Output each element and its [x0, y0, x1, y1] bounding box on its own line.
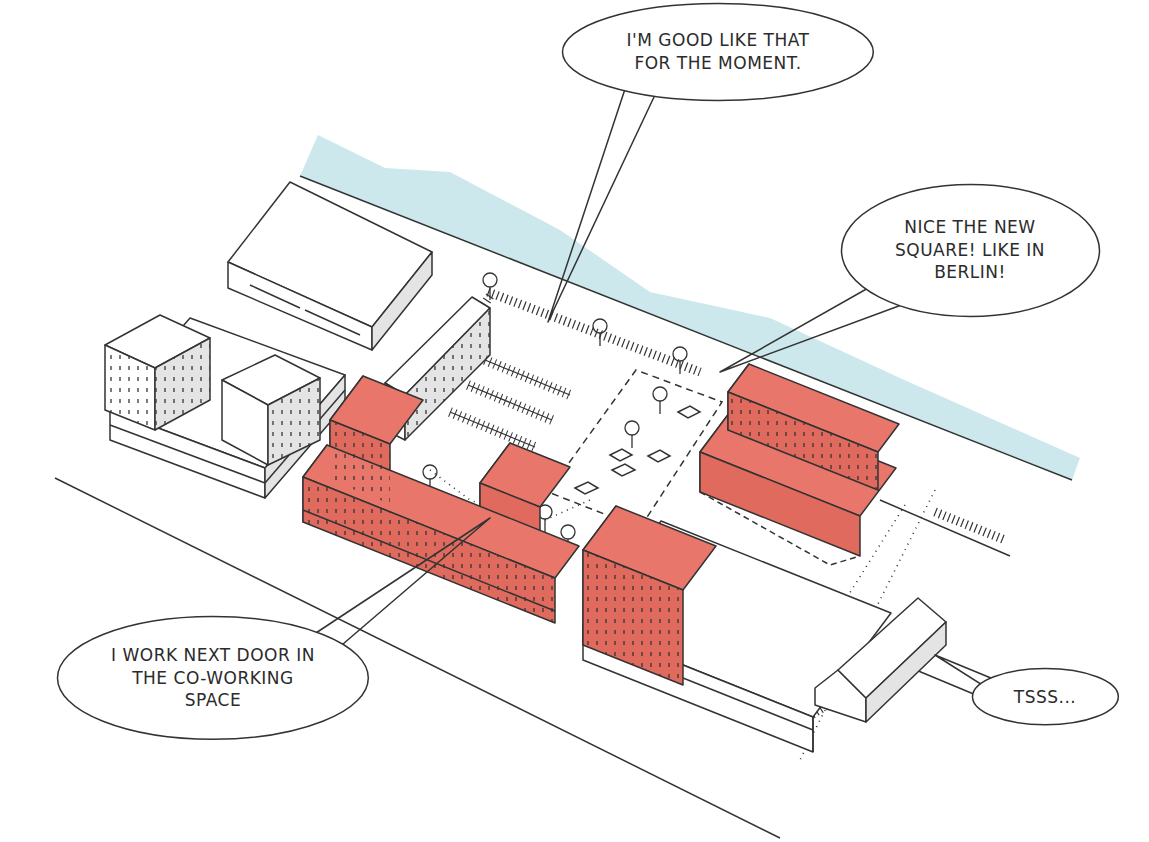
- square-part: [548, 370, 722, 528]
- square-part: [678, 406, 700, 418]
- parking-part: [468, 385, 552, 420]
- bubble-text-area: I'M GOOD LIKE THAT FOR THE MOMENT.: [561, 2, 875, 102]
- bubble-text-area: NICE THE NEW SQUARE! LIKE IN BERLIN!: [840, 183, 1101, 318]
- bubble-text-area: TSSS...: [971, 667, 1120, 726]
- trees-part: [679, 361, 680, 374]
- parking-part: [468, 385, 552, 420]
- trees-part: [593, 319, 607, 333]
- shed: [815, 598, 946, 722]
- parking-part: [450, 412, 535, 447]
- speech-bubble: I'M GOOD LIKE THAT FOR THE MOMENT.: [561, 2, 875, 102]
- left-complex-part: [268, 378, 320, 465]
- speech-text: I'M GOOD LIKE THAT FOR THE MOMENT.: [610, 29, 825, 75]
- parking-part: [485, 360, 570, 395]
- left-complex-part: [155, 338, 210, 430]
- bubble-outline: [561, 2, 875, 102]
- left-complex-part: [222, 380, 268, 465]
- red-tower: [583, 506, 716, 685]
- bubble-tails: [275, 80, 1025, 712]
- roads-part: [55, 478, 780, 838]
- red-tower-part: [583, 550, 683, 685]
- square-part: [612, 464, 635, 476]
- parking-part: [450, 412, 535, 447]
- red-building-left-part: [303, 510, 555, 611]
- square: [548, 370, 722, 528]
- left-complex-part: [155, 338, 210, 430]
- fence-part: [488, 292, 700, 372]
- slab-block-part: [405, 308, 490, 440]
- trees-part: [483, 273, 497, 287]
- speech-text: TSSS...: [1000, 686, 1090, 709]
- red-building-left: [303, 376, 579, 623]
- left-complex-part: [105, 345, 155, 430]
- left-complex-part: [105, 345, 155, 430]
- podium-building-part: [812, 717, 814, 752]
- roads-part: [880, 500, 1010, 556]
- speech-text: I WORK NEXT DOOR IN THE CO-WORKING SPACE: [105, 644, 320, 713]
- trees-part: [653, 387, 667, 401]
- red-building-right-part: [728, 392, 878, 490]
- warehouse: [228, 182, 432, 350]
- red-building-right: [700, 364, 899, 565]
- warehouse-part: [372, 252, 432, 350]
- square-part: [575, 482, 598, 494]
- speech-bubble: I WORK NEXT DOOR IN THE CO-WORKING SPACE: [56, 615, 370, 741]
- trees-part: [599, 333, 600, 346]
- trees-part: [544, 519, 545, 532]
- trees-part: [625, 421, 639, 435]
- left-complex-part: [268, 378, 320, 465]
- fence: [440, 292, 1005, 722]
- red-building-right-part: [700, 492, 860, 565]
- bubble-tails-part: [548, 80, 662, 322]
- bubble-ellipse: [563, 4, 874, 101]
- speech-bubble: TSSS...: [971, 667, 1120, 726]
- red-tower-part: [583, 550, 683, 685]
- red-building-right-part: [728, 392, 878, 490]
- roads-part: [300, 176, 1072, 480]
- parking-part: [485, 360, 570, 395]
- trees-part: [423, 465, 437, 479]
- warehouse-part: [250, 285, 300, 308]
- bubble-text-area: I WORK NEXT DOOR IN THE CO-WORKING SPACE: [56, 615, 370, 741]
- shed-part: [866, 622, 946, 722]
- trees-part: [489, 287, 490, 300]
- warehouse-part: [305, 310, 360, 335]
- speech-bubble: NICE THE NEW SQUARE! LIKE IN BERLIN!: [840, 183, 1101, 318]
- warehouse-part: [228, 262, 372, 350]
- red-building-left-part: [330, 420, 390, 504]
- trees-part: [561, 525, 575, 539]
- slab-block-part: [405, 308, 490, 440]
- speech-text: NICE THE NEW SQUARE! LIKE IN BERLIN!: [883, 216, 1058, 285]
- trees-part: [673, 347, 687, 361]
- fence-part: [935, 512, 1005, 540]
- trees-part: [659, 401, 660, 414]
- bubble-ellipse: [972, 669, 1118, 725]
- bubble-ellipse: [841, 184, 1099, 316]
- square-part: [648, 450, 670, 462]
- bubble-ellipse: [58, 617, 369, 740]
- red-building-left-part: [303, 477, 555, 623]
- trees-part: [631, 435, 632, 448]
- parking: [450, 360, 570, 447]
- red-building-left-part: [303, 477, 555, 623]
- square-part: [610, 449, 632, 461]
